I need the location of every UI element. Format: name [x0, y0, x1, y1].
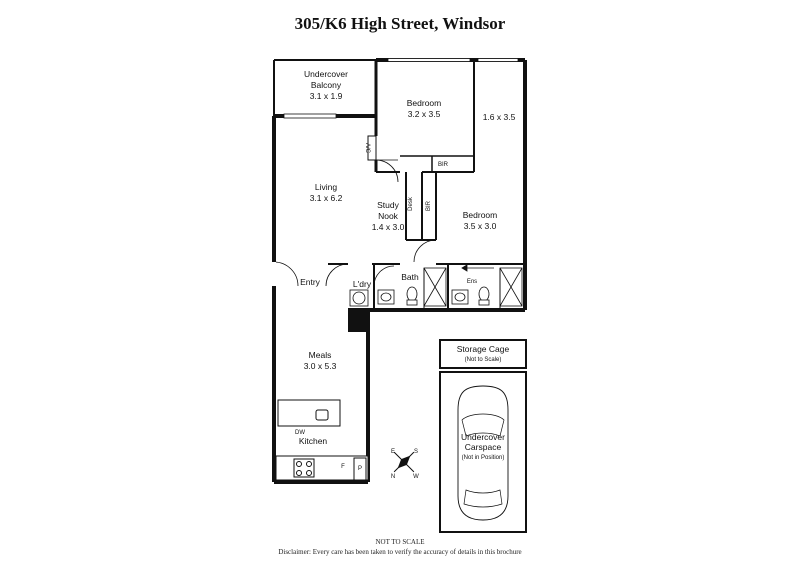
ac-unit — [367, 135, 377, 161]
showers — [423, 267, 523, 307]
balcony-dims: 3.1 x 1.9 — [310, 91, 343, 101]
disclaimer: Disclaimer: Every care has been taken to… — [278, 548, 522, 556]
bir1-label: BIR — [438, 162, 449, 168]
living-dims: 3.1 x 6.2 — [310, 193, 343, 203]
carspace-label-2: Carspace — [465, 442, 502, 452]
fixture-labels: A/C BIR Desk BIR DW F P — [295, 143, 449, 472]
bedroom2-label: Bedroom — [463, 210, 498, 220]
toilets — [349, 286, 490, 307]
bath-label: Bath — [401, 272, 419, 282]
ac-label: A/C — [364, 143, 370, 154]
carspace — [439, 371, 527, 533]
compass-n: N — [391, 474, 395, 480]
storage-cage — [439, 339, 527, 369]
study-label-2: Nook — [378, 211, 399, 221]
plan-title: 305/K6 High Street, Windsor — [294, 14, 506, 33]
storage-label: Storage Cage — [457, 344, 510, 354]
meals-label: Meals — [309, 350, 332, 360]
kitchen-label: Kitchen — [299, 436, 328, 446]
balcony-label: Undercover — [304, 69, 348, 79]
walls — [272, 58, 527, 484]
scale-note: NOT TO SCALE — [375, 538, 425, 546]
living-label: Living — [315, 182, 337, 192]
compass-w: W — [413, 474, 419, 480]
pantry-label: P — [358, 466, 362, 472]
study-label: Study — [377, 200, 399, 210]
compass — [393, 451, 415, 473]
compass-s: S — [414, 449, 418, 455]
dw-label: DW — [295, 430, 305, 436]
bir2-label: BIR — [426, 200, 432, 211]
balcony-label-2: Balcony — [311, 80, 342, 90]
bedroom2-dims: 3.5 x 3.0 — [464, 221, 497, 231]
bedroom1-dims: 3.2 x 3.5 — [408, 109, 441, 119]
compass-e: E — [391, 449, 395, 455]
carspace-note: (Not in Position) — [462, 455, 505, 461]
room-labels: Undercover Balcony 3.1 x 1.9 Bedroom 3.2… — [299, 69, 516, 446]
robe-dims: 1.6 x 3.5 — [483, 112, 516, 122]
study-dims: 1.4 x 3.0 — [372, 222, 405, 232]
desk-label: Desk — [408, 196, 414, 211]
doors — [272, 159, 494, 287]
ensuite-label: Ens — [467, 279, 477, 285]
kitchen-fixtures — [275, 399, 369, 481]
entry-label: Entry — [300, 277, 321, 287]
fridge-label: F — [341, 464, 345, 470]
meals-dims: 3.0 x 5.3 — [304, 361, 337, 371]
carspace-label: Undercover — [461, 432, 505, 442]
laundry-label: L'dry — [353, 279, 372, 289]
storage-note: (Not to Scale) — [465, 357, 502, 363]
bedroom1-label: Bedroom — [407, 98, 442, 108]
